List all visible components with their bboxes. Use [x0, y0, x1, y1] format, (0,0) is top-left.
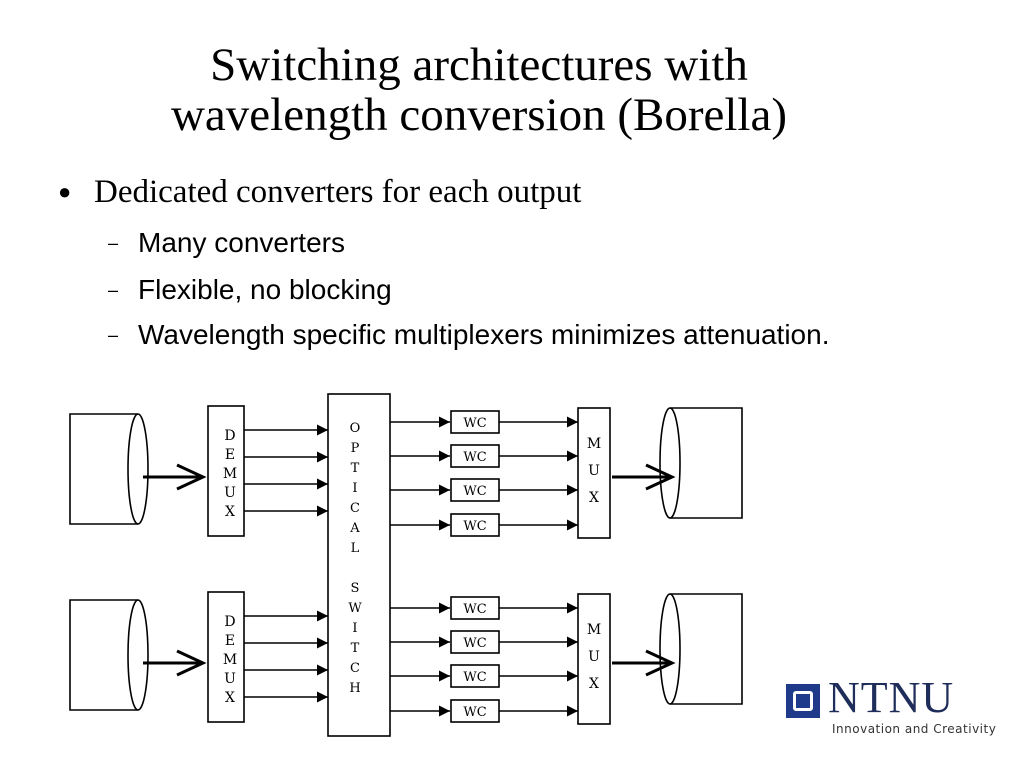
demux-letter: D: [224, 614, 235, 630]
demux-letter: E: [225, 447, 235, 463]
wavelength-converter-label: WC: [463, 705, 486, 720]
slide-title: Switching architectures with wavelength …: [0, 40, 958, 140]
fiber-spool-edge: [127, 413, 139, 525]
demux-letter: X: [225, 504, 235, 520]
subbullet-1: –Many converters: [108, 228, 858, 259]
dash-icon: –: [108, 280, 119, 300]
logo-name: NTNU: [828, 673, 955, 722]
switching-architecture-diagram: OPTICALSWITCHDEMUXWCWCWCWCMUXDEMUXWCWCWC…: [69, 393, 743, 737]
subbullet-2: –Flexible, no blocking: [108, 275, 858, 306]
fiber-spool-edge: [669, 593, 681, 705]
demux-letter: D: [224, 428, 235, 444]
output-fiber-spool: [659, 593, 743, 705]
mux-box: [577, 593, 611, 725]
switch-letter: C: [350, 501, 360, 516]
bullet-main: ● Dedicated converters for each output: [58, 172, 581, 212]
output-fiber-spool: [659, 407, 743, 519]
switch-letter: L: [351, 541, 360, 556]
signal-arrowhead: [645, 463, 676, 491]
demux-box: [207, 405, 245, 537]
subbullet-text: Wavelength specific multiplexers minimiz…: [138, 319, 830, 350]
bullet-dot-icon: ●: [58, 179, 72, 204]
logo-tagline: Innovation and Creativity: [832, 722, 997, 736]
mux-letter: U: [588, 649, 600, 665]
signal-arrowhead: [176, 463, 207, 491]
switch-letter: A: [349, 521, 360, 536]
switch-letter: T: [351, 641, 360, 656]
subbullet-text: Flexible, no blocking: [138, 274, 392, 305]
demux-letter: U: [224, 671, 236, 687]
signal-arrowhead: [176, 649, 207, 677]
switch-letter: T: [351, 461, 360, 476]
mux-letter: M: [587, 436, 601, 452]
demux-letter: M: [223, 652, 237, 668]
mux-letter: X: [589, 676, 599, 692]
fiber-spool-edge: [127, 599, 139, 711]
mux-letter: M: [587, 622, 601, 638]
mux-box: [577, 407, 611, 539]
mux-letter: U: [588, 463, 600, 479]
optical-switch-box: [327, 393, 391, 737]
subbullet-text: Many converters: [138, 227, 345, 258]
wavelength-converter-label: WC: [463, 519, 486, 534]
demux-letter: X: [225, 690, 235, 706]
switch-letter: S: [351, 581, 360, 596]
signal-arrowhead: [645, 649, 676, 677]
ntnu-logo: NTNU Innovation and Creativity: [786, 674, 1001, 745]
input-fiber-spool: [69, 599, 149, 711]
title-line-2: wavelength conversion (Borella): [170, 89, 787, 141]
fiber-spool-edge: [669, 407, 681, 519]
wavelength-converter-label: WC: [463, 450, 486, 465]
wavelength-converter-label: WC: [463, 416, 486, 431]
title-line-1: Switching architectures with: [210, 39, 748, 91]
bullet-main-text: Dedicated converters for each output: [94, 174, 582, 210]
wavelength-converter-label: WC: [463, 670, 486, 685]
switch-letter: H: [349, 681, 360, 696]
wavelength-converter-label: WC: [463, 484, 486, 499]
demux-letter: E: [225, 633, 235, 649]
switch-letter: I: [352, 481, 357, 496]
dash-icon: –: [108, 325, 119, 345]
switch-letter: C: [350, 661, 360, 676]
dash-icon: –: [108, 233, 119, 253]
ntnu-logo-mark-icon: [786, 684, 820, 718]
wavelength-converter-label: WC: [463, 636, 486, 651]
demux-box: [207, 591, 245, 723]
wavelength-converter-label: WC: [463, 602, 486, 617]
subbullet-3: –Wavelength specific multiplexers minimi…: [108, 320, 858, 351]
input-fiber-spool: [69, 413, 149, 525]
switch-letter: I: [352, 621, 357, 636]
switch-letter: W: [348, 601, 362, 616]
switch-letter: P: [351, 441, 360, 456]
switch-letter: O: [350, 421, 361, 436]
demux-letter: M: [223, 466, 237, 482]
demux-letter: U: [224, 485, 236, 501]
mux-letter: X: [589, 490, 599, 506]
